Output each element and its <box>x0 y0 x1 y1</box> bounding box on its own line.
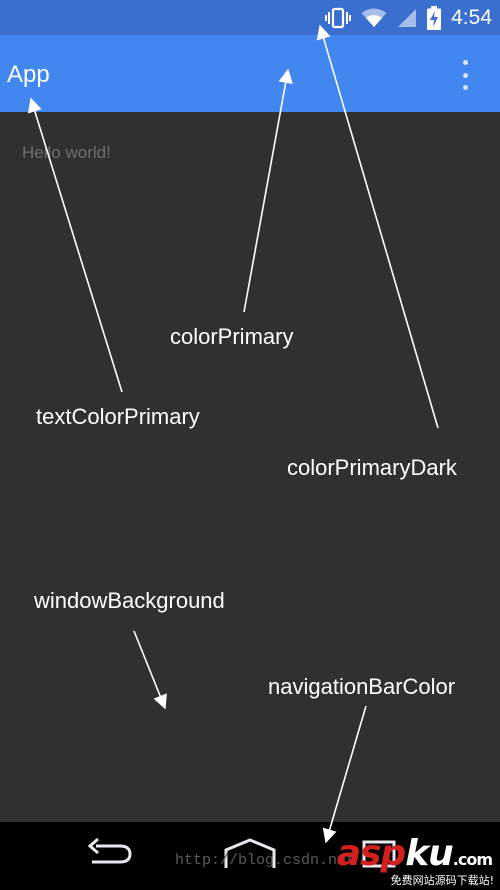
navigation-bar <box>0 822 500 890</box>
annotation-window-background: windowBackground <box>34 588 225 613</box>
annotation-color-primary-dark: colorPrimaryDark <box>287 455 457 480</box>
home-icon[interactable] <box>222 836 278 875</box>
app-bar: App <box>0 35 500 112</box>
status-bar: 4:54 <box>0 0 500 35</box>
annotation-text-color-primary: textColorPrimary <box>36 404 200 429</box>
hello-world-text: Hello world! <box>22 143 111 162</box>
recents-icon[interactable] <box>360 836 400 875</box>
overflow-menu-icon[interactable] <box>460 60 470 90</box>
signal-icon <box>397 8 417 28</box>
annotation-navigation-bar-color: navigationBarColor <box>268 674 456 699</box>
battery-charging-icon <box>427 5 442 30</box>
app-title: App <box>7 61 50 88</box>
vibrate-icon <box>325 7 352 29</box>
watermark-url: http://blog.csdn.net <box>175 852 356 869</box>
status-icons: 4:54 <box>325 0 492 35</box>
status-time: 4:54 <box>451 5 492 29</box>
wifi-icon <box>361 8 387 28</box>
site-logo-subtitle: 免费网站源码下载站! <box>390 874 494 887</box>
back-icon[interactable] <box>86 836 136 875</box>
annotation-color-primary: colorPrimary <box>170 324 294 349</box>
